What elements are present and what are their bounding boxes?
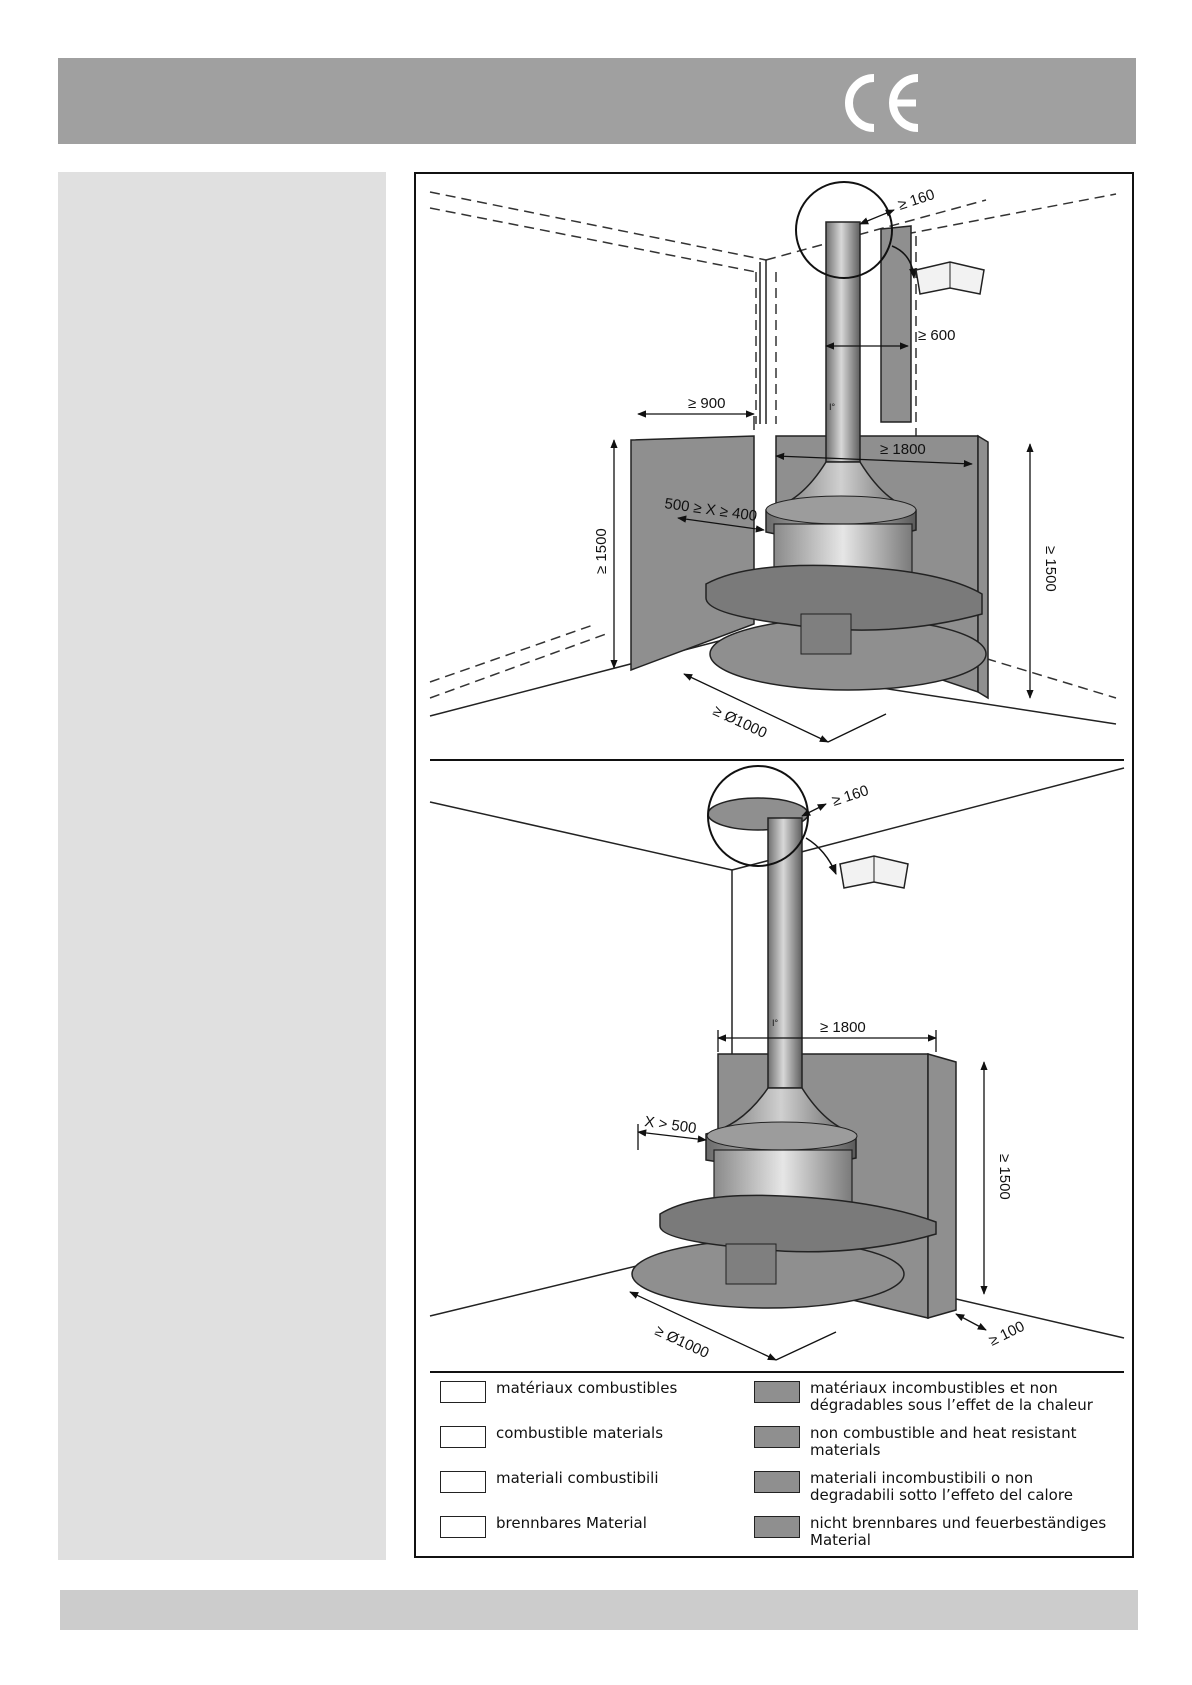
ce-mark-logo — [845, 74, 919, 132]
legend-item-noncombustible-it: materiali incombustibili o non degradabi… — [754, 1470, 1073, 1504]
legend-label-noncombustible-fr: matériaux incombustibles et non dégradab… — [810, 1379, 1093, 1414]
footer-bar — [60, 1590, 1138, 1630]
legend-label-combustible-de: brennbares Material — [496, 1514, 647, 1532]
legend-swatch-combustible — [440, 1471, 486, 1493]
legend-swatch-noncombustible — [754, 1381, 800, 1403]
legend-swatch-combustible — [440, 1426, 486, 1448]
legend-swatch-noncombustible — [754, 1471, 800, 1493]
legend-item-noncombustible-fr: matériaux incombustibles et non dégradab… — [754, 1380, 1093, 1414]
top-flue-pipe — [825, 221, 861, 463]
bottom-dim-height: ≥ 1500 — [996, 1154, 1013, 1200]
top-diagram: I° — [429, 181, 1117, 743]
legend-label-noncombustible-en: non combustible and heat resistant mater… — [810, 1424, 1077, 1459]
legend-label-combustible-en: combustible materials — [496, 1424, 664, 1442]
side-panel — [58, 172, 386, 1560]
legend-item-noncombustible-de: nicht brennbares und feuerbeständiges Ma… — [754, 1515, 1106, 1549]
bottom-dim-back-width: ≥ 1800 — [820, 1019, 866, 1036]
bottom-dim-wall-offset: ≥ 100 — [986, 1318, 1027, 1350]
legend-item-combustible-en: combustible materials — [440, 1425, 663, 1448]
legend-item-noncombustible-en: non combustible and heat resistant mater… — [754, 1425, 1076, 1459]
legend-swatch-noncombustible — [754, 1516, 800, 1538]
bottom-dim-floor-diameter: ≥ Ø1000 — [652, 1322, 711, 1362]
installation-figure: I° — [414, 172, 1134, 1558]
svg-text:I°: I° — [829, 402, 836, 412]
top-dim-right-height: ≥ 1500 — [1042, 546, 1059, 592]
top-dim-floor-diameter: ≥ Ø1000 — [710, 702, 769, 742]
legend-item-combustible-fr: matériaux combustibles — [440, 1380, 677, 1403]
installation-diagrams: I° — [429, 181, 1125, 1373]
svg-text:I°: I° — [772, 1018, 779, 1028]
header-bar — [58, 58, 1136, 144]
top-dim-wall-gap: ≥ 600 — [918, 327, 955, 344]
top-dim-left-height: ≥ 1500 — [593, 528, 610, 574]
legend-swatch-noncombustible — [754, 1426, 800, 1448]
legend-swatch-combustible — [440, 1381, 486, 1403]
top-dim-side-width: ≥ 900 — [688, 395, 725, 412]
legend-label-noncombustible-de: nicht brennbares und feuerbeständiges Ma… — [810, 1514, 1107, 1549]
legend-swatch-combustible — [440, 1516, 486, 1538]
top-dim-flue-gap: ≥ 160 — [896, 186, 937, 214]
bottom-manual-book-icon — [839, 855, 909, 889]
legend-item-combustible-it: materiali combustibili — [440, 1470, 659, 1493]
top-dim-back-width: ≥ 1800 — [880, 441, 926, 458]
legend-item-combustible-de: brennbares Material — [440, 1515, 647, 1538]
legend-label-noncombustible-it: materiali incombustibili o non degradabi… — [810, 1469, 1073, 1504]
legend-label-combustible-it: materiali combustibili — [496, 1469, 659, 1487]
bottom-dim-flue-gap: ≥ 160 — [830, 782, 871, 810]
bottom-diagram: I° ≥ 160 — [429, 765, 1125, 1362]
top-manual-book-icon — [915, 261, 985, 295]
legend-label-combustible-fr: matériaux combustibles — [496, 1379, 678, 1397]
